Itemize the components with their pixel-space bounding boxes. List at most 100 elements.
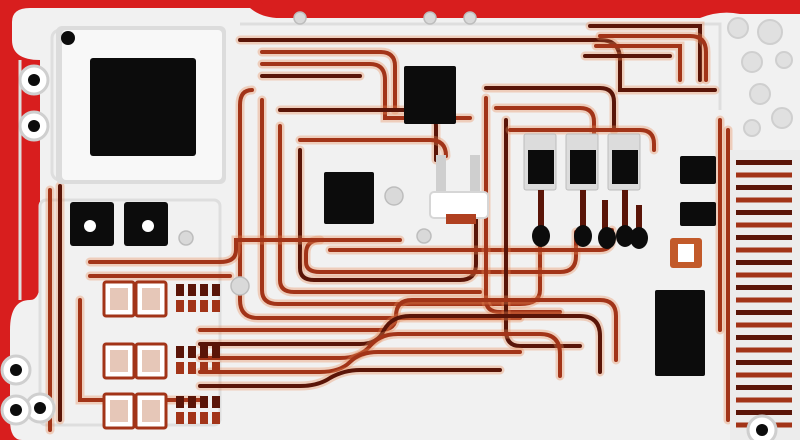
trace	[198, 368, 502, 388]
square-pads	[70, 202, 168, 246]
trace	[304, 230, 578, 274]
smd-body	[142, 288, 160, 310]
trace	[508, 128, 656, 152]
smd-resistor	[200, 412, 208, 424]
edge-connector	[730, 150, 800, 440]
smd-resistor	[212, 284, 220, 296]
trace	[278, 124, 482, 294]
smd-resistor	[212, 396, 220, 408]
connector-pin	[736, 372, 792, 378]
connector-pin	[736, 222, 792, 228]
smd-resistor	[212, 300, 220, 312]
trace	[494, 106, 596, 142]
connector-pin	[736, 247, 792, 253]
trace	[88, 238, 402, 264]
trace	[588, 24, 702, 82]
smd-resistor	[188, 362, 196, 374]
small-ic-group	[324, 66, 716, 376]
transistor-joint	[532, 225, 550, 247]
connector-pin	[736, 322, 792, 328]
transistor-joint	[598, 227, 616, 249]
connector-pin	[736, 210, 792, 215]
small-square-pad	[670, 238, 702, 268]
smd-body	[142, 350, 160, 372]
connector-pin	[736, 410, 792, 415]
transistor-chip	[528, 150, 554, 184]
vias	[178, 11, 477, 296]
connector-pin	[736, 235, 792, 240]
transistor-chip	[570, 150, 596, 184]
smd-body	[110, 288, 128, 310]
smd-resistor	[200, 396, 208, 408]
trace	[260, 50, 397, 112]
connector-pin	[736, 285, 792, 290]
trace	[594, 44, 682, 82]
connector-pin	[736, 397, 792, 403]
smd-resistor	[176, 346, 184, 358]
smd-resistor	[188, 346, 196, 358]
vertical-component	[429, 155, 489, 224]
connector-pin	[736, 197, 792, 203]
mounting-holes	[0, 64, 778, 440]
mounting-hole	[34, 402, 46, 414]
trace	[198, 350, 522, 374]
smd-resistor	[212, 362, 220, 374]
connector-pin	[736, 347, 792, 353]
transistor-joint	[616, 225, 634, 247]
connector-pin	[736, 297, 792, 303]
smd-resistor	[212, 412, 220, 424]
mounting-hole	[28, 74, 40, 86]
connector-pin	[736, 172, 792, 178]
trace	[238, 88, 522, 320]
connector-pin	[736, 335, 792, 340]
smd-body	[110, 400, 128, 422]
connector-pin	[736, 160, 792, 165]
smd-resistor	[176, 284, 184, 296]
connector-pin	[736, 385, 792, 390]
smd-body	[110, 350, 128, 372]
mounting-hole	[28, 120, 40, 132]
transistor-joint	[574, 225, 592, 247]
connector-housing	[730, 150, 800, 440]
mounting-hole	[756, 424, 768, 436]
transistor-lead	[538, 190, 544, 230]
smd-resistor	[176, 396, 184, 408]
connector-pin	[736, 272, 792, 278]
smd-resistor	[200, 284, 208, 296]
trace	[504, 118, 582, 348]
transistor-lead	[636, 205, 642, 235]
trace	[198, 298, 618, 362]
connector-pin	[736, 260, 792, 265]
smd-resistor	[188, 300, 196, 312]
trace	[298, 138, 448, 158]
smd-resistor	[176, 300, 184, 312]
smd-resistor	[188, 412, 196, 424]
top-right-pads	[727, 17, 793, 137]
connector-pin	[736, 310, 792, 315]
smd-resistor	[176, 412, 184, 424]
trace	[260, 62, 472, 120]
smd-resistor	[188, 284, 196, 296]
smd-body	[142, 400, 160, 422]
mounting-hole	[10, 364, 22, 376]
smd-resistor	[176, 362, 184, 374]
trace	[598, 34, 708, 82]
smd-resistor	[212, 346, 220, 358]
transistor-chip	[612, 150, 638, 184]
transistor-lead	[602, 200, 608, 236]
smd-resistor	[200, 346, 208, 358]
connector-pin	[736, 360, 792, 365]
smd-resistor-array	[102, 280, 220, 430]
smd-resistor	[200, 300, 208, 312]
transistor-lead	[580, 190, 586, 230]
transistor-joint	[630, 227, 648, 249]
transistor-row	[523, 133, 648, 249]
mounting-hole	[10, 404, 22, 416]
large-ic	[56, 26, 226, 184]
connector-pin	[736, 185, 792, 190]
trace	[484, 86, 616, 132]
transistor-lead	[622, 190, 628, 230]
smd-resistor	[200, 362, 208, 374]
